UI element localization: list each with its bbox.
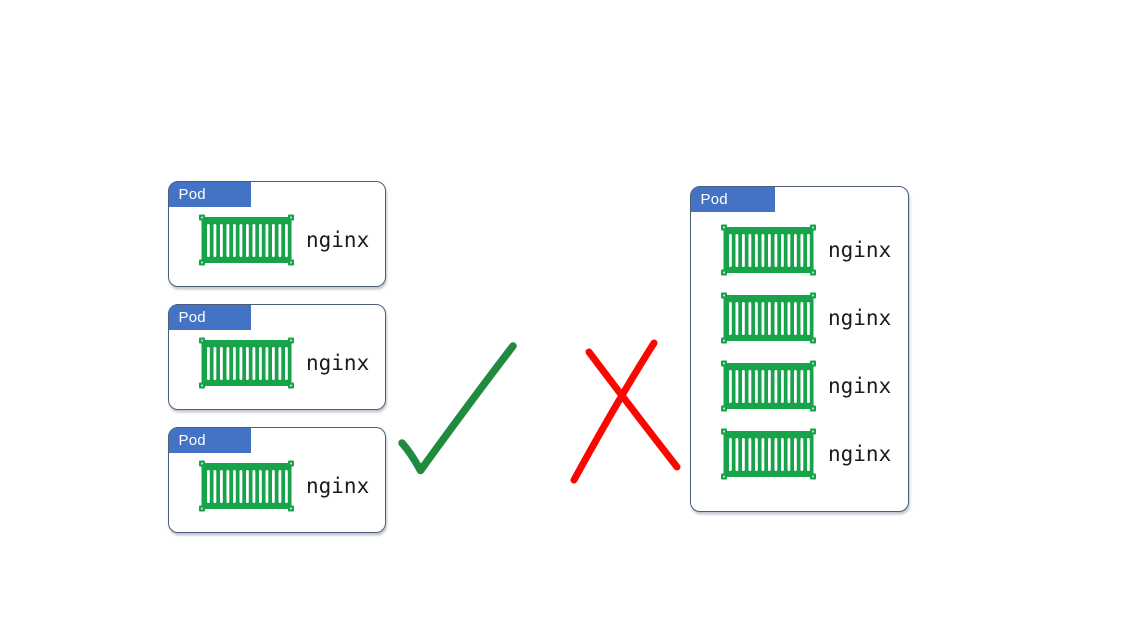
container-row: nginx bbox=[721, 224, 891, 276]
cross-icon bbox=[570, 339, 658, 484]
container-icon bbox=[199, 460, 294, 512]
container-row: nginx bbox=[721, 428, 891, 480]
checkmark-icon bbox=[398, 342, 517, 475]
container-row: nginx bbox=[199, 214, 369, 266]
container-icon bbox=[199, 337, 294, 389]
container-icon bbox=[721, 360, 816, 412]
pod-box-1: Pod nginx bbox=[168, 181, 386, 287]
container-icon bbox=[199, 214, 294, 266]
pod-tab: Pod bbox=[168, 427, 251, 453]
container-name: nginx bbox=[828, 373, 892, 398]
container-name: nginx bbox=[306, 473, 370, 498]
pod-tab: Pod bbox=[690, 186, 775, 212]
pod-box-2: Pod nginx bbox=[168, 304, 386, 410]
cross-icon bbox=[585, 348, 681, 471]
container-row: nginx bbox=[199, 337, 369, 389]
pod-label: Pod bbox=[178, 431, 206, 449]
pod-tab: Pod bbox=[168, 181, 251, 207]
container-name: nginx bbox=[828, 441, 892, 466]
container-row: nginx bbox=[721, 292, 891, 344]
pod-tab: Pod bbox=[168, 304, 251, 330]
container-name: nginx bbox=[828, 305, 892, 330]
container-name: nginx bbox=[828, 237, 892, 262]
container-icon bbox=[721, 428, 816, 480]
container-name: nginx bbox=[306, 227, 370, 252]
container-row: nginx bbox=[199, 460, 369, 512]
container-name: nginx bbox=[306, 350, 370, 375]
container-icon bbox=[721, 292, 816, 344]
pod-label: Pod bbox=[178, 185, 206, 203]
pod-label: Pod bbox=[700, 190, 728, 208]
container-row: nginx bbox=[721, 360, 891, 412]
pod-label: Pod bbox=[178, 308, 206, 326]
pod-box-3: Pod nginx bbox=[168, 427, 386, 533]
container-icon bbox=[721, 224, 816, 276]
pod-box-multi: Pod nginx nginx nginx nginx bbox=[690, 186, 909, 512]
